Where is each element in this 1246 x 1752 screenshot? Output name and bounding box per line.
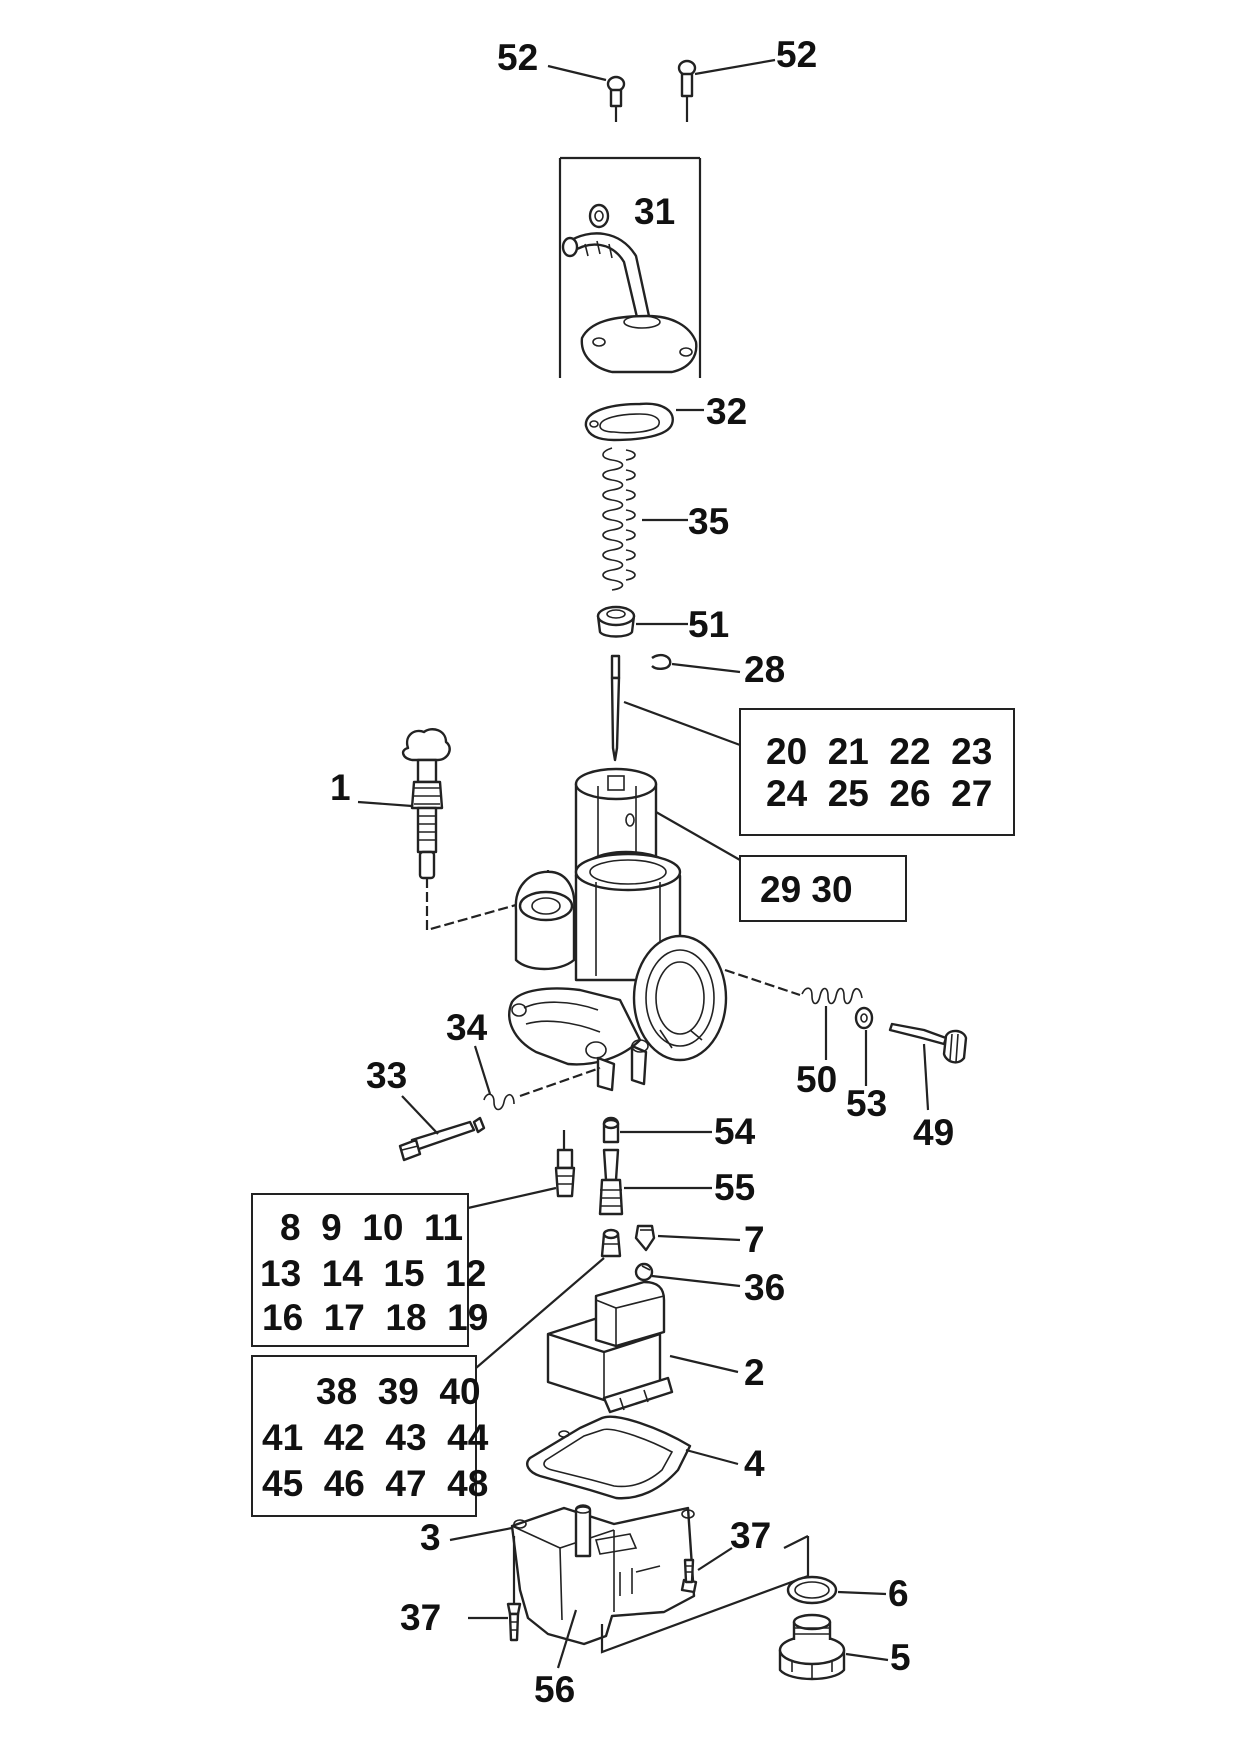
bowl-gasket — [526, 1415, 692, 1500]
pilot-jet — [554, 1148, 576, 1198]
washer — [854, 1006, 874, 1030]
top-cap — [580, 314, 698, 374]
bowl-screw-left — [506, 1602, 522, 1642]
needle-jet — [598, 1148, 624, 1216]
label-4: 4 — [744, 1443, 765, 1484]
top-cap-frame — [558, 156, 702, 378]
label-33: 33 — [366, 1055, 407, 1096]
label-37-left: 37 — [400, 1597, 441, 1638]
label-6: 6 — [888, 1573, 909, 1614]
label-28: 28 — [744, 649, 785, 690]
main-jet-line1: 38 39 40 — [316, 1371, 481, 1412]
label-49: 49 — [913, 1112, 954, 1153]
label-3: 3 — [420, 1517, 441, 1558]
drain-plug — [778, 1613, 846, 1681]
float — [546, 1280, 674, 1414]
pilot-jet-line3: 16 17 18 19 — [262, 1297, 488, 1338]
pilot-spring — [483, 1093, 515, 1111]
label-5: 5 — [890, 1637, 911, 1678]
cable-elbow-nut — [588, 203, 610, 229]
label-52-right: 52 — [776, 34, 817, 75]
label-7: 7 — [744, 1219, 765, 1260]
needle-options-box: 20 21 22 23 24 25 26 27 — [739, 708, 1015, 836]
label-2: 2 — [744, 1352, 765, 1393]
label-54: 54 — [714, 1111, 756, 1152]
main-jet-line3: 45 46 47 48 — [262, 1463, 488, 1504]
needle-options-line2: 24 25 26 27 — [766, 773, 992, 814]
label-35: 35 — [688, 501, 729, 542]
air-screw — [888, 1022, 968, 1064]
cable-elbow-tube — [561, 232, 654, 332]
slide-options-label: 29 30 — [760, 869, 853, 910]
slide-options-box: 29 30 — [739, 855, 907, 922]
jet-needle — [610, 654, 621, 762]
pilot-screw — [398, 1116, 486, 1162]
main-jet-options-box: 38 39 40 41 42 43 44 45 46 47 48 — [251, 1355, 489, 1517]
plug-oring — [786, 1575, 838, 1605]
label-34: 34 — [446, 1007, 488, 1048]
bowl-screw-right — [680, 1558, 698, 1594]
float-valve — [634, 1224, 656, 1252]
label-53: 53 — [846, 1083, 887, 1124]
label-51: 51 — [688, 604, 729, 645]
valve-clip — [634, 1262, 654, 1282]
label-1: 1 — [330, 767, 351, 808]
slide-spring — [602, 447, 636, 591]
top-gasket — [584, 402, 674, 442]
label-32: 32 — [706, 391, 747, 432]
needle-options-line1: 20 21 22 23 — [766, 731, 992, 772]
label-56: 56 — [534, 1669, 575, 1710]
carburetor-body — [508, 850, 728, 1092]
pilot-jet-options-box: 8 9 10 11 13 14 15 12 16 17 18 19 — [251, 1193, 488, 1347]
spring-seat — [596, 605, 636, 638]
label-31: 31 — [634, 191, 675, 232]
top-screw-left — [606, 75, 626, 122]
float-bowl — [510, 1504, 696, 1646]
label-52-left: 52 — [497, 37, 538, 78]
label-37-right: 37 — [730, 1515, 771, 1556]
top-screw-right — [677, 59, 697, 122]
main-jet — [600, 1228, 622, 1258]
small-spring — [801, 987, 863, 1005]
idle-adjust-screw — [401, 728, 451, 880]
jet-holder — [602, 1116, 620, 1144]
label-50: 50 — [796, 1059, 837, 1100]
pilot-jet-line1: 8 9 10 11 — [280, 1207, 463, 1248]
label-55: 55 — [714, 1167, 755, 1208]
pilot-jet-line2: 13 14 15 12 — [260, 1253, 486, 1294]
needle-clip — [651, 653, 672, 670]
main-jet-line2: 41 42 43 44 — [262, 1417, 489, 1458]
label-36: 36 — [744, 1267, 785, 1308]
